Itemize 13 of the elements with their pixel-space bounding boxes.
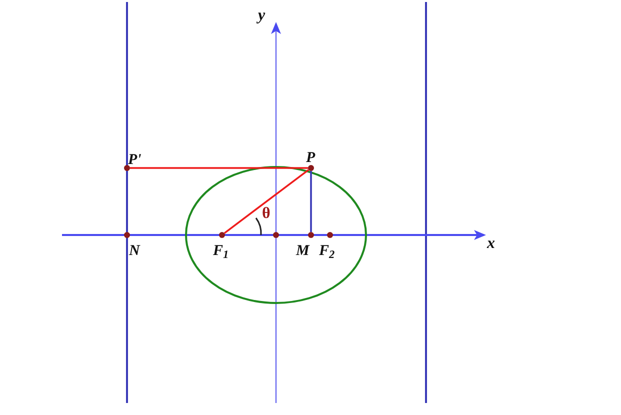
line-segment	[310, 171, 312, 232]
angle-label: θ	[262, 206, 270, 222]
point-label: P'	[128, 153, 142, 168]
point-label: F$_{1}$	[213, 244, 229, 259]
line-segment	[224, 169, 310, 234]
line-segment	[130, 167, 308, 169]
point-label: N	[129, 244, 140, 259]
point-label: F$_{2}$	[319, 244, 335, 259]
point-label: P	[306, 151, 316, 166]
axis-label: x	[487, 236, 495, 252]
point-label: M	[296, 244, 310, 259]
axis-label: y	[258, 8, 266, 24]
point	[273, 232, 279, 238]
